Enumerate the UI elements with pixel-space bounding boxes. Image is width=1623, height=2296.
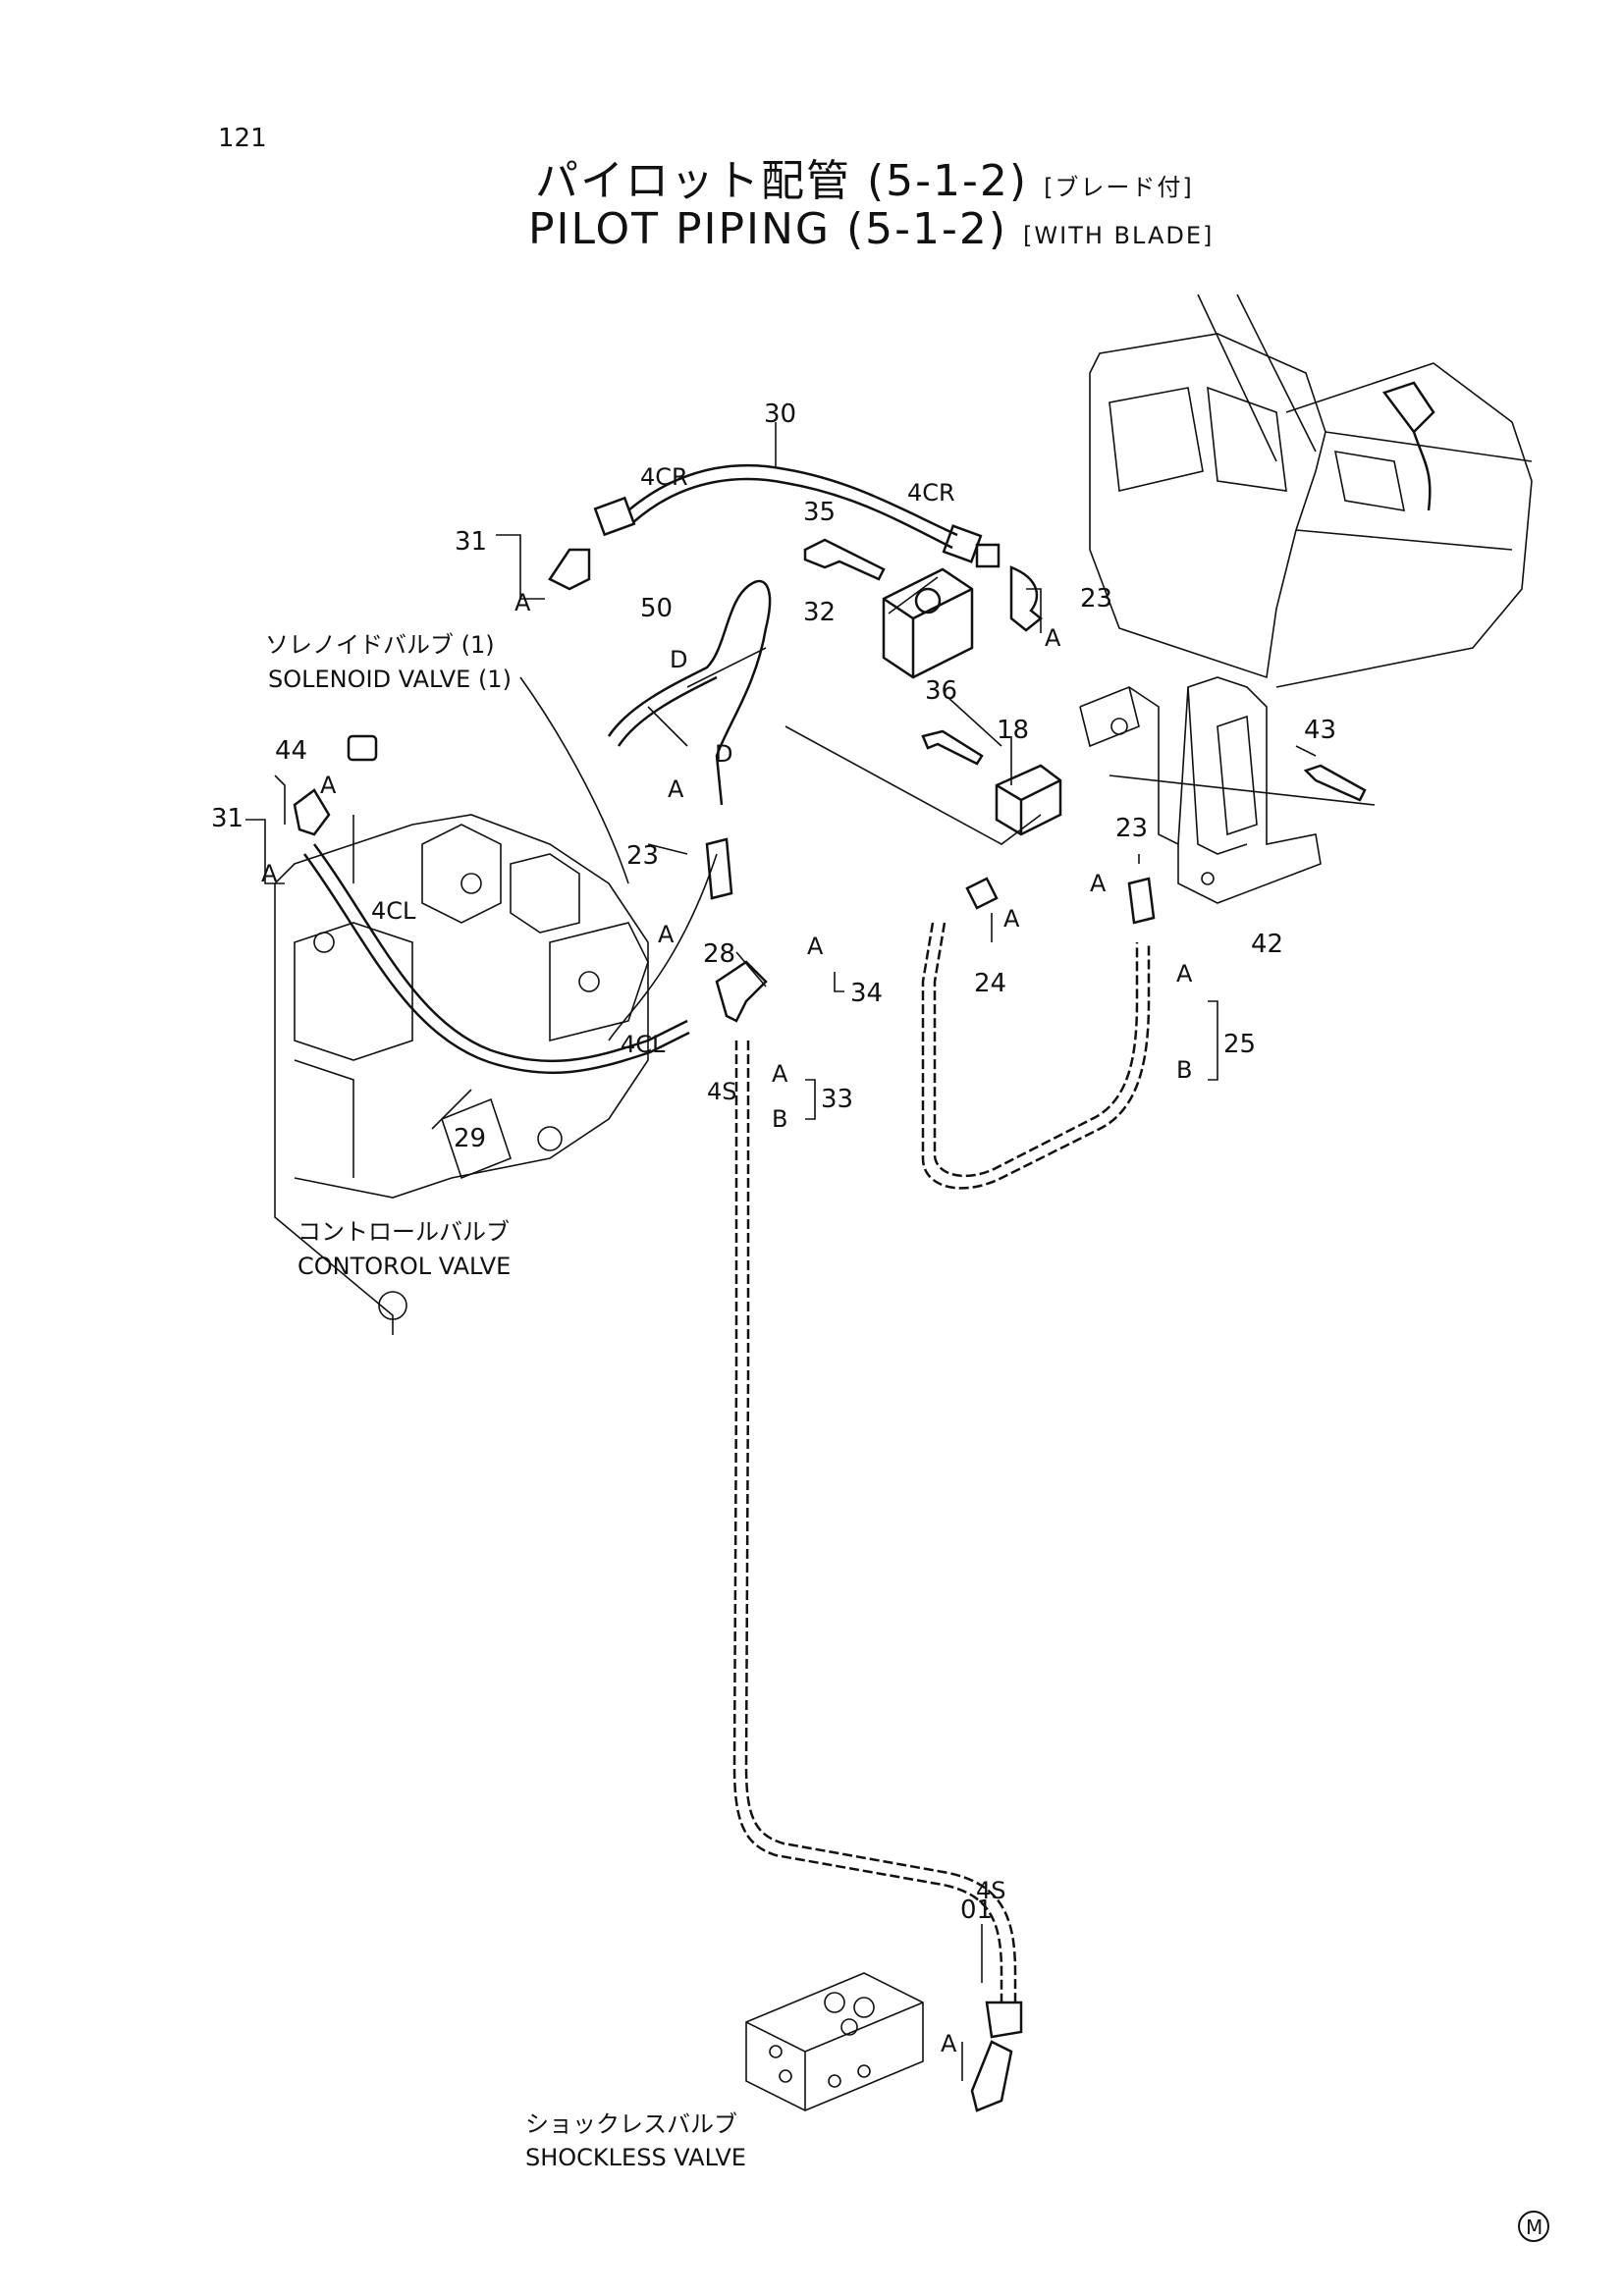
marker-a: A xyxy=(1003,905,1020,933)
marker-a: A xyxy=(807,933,824,960)
captions: ソレノイドバルブ (1) SOLENOID VALVE (1) コントロールバル… xyxy=(265,631,746,2171)
label-23-top: 23 xyxy=(1080,584,1112,614)
label-31-top: 31 xyxy=(455,527,487,557)
label-34: 34 xyxy=(850,979,883,1008)
caption-solenoid-jp: ソレノイドバルブ (1) xyxy=(265,631,495,659)
corner-m-letter: M xyxy=(1526,2216,1542,2239)
label-23-mid: 23 xyxy=(626,841,659,871)
label-24: 24 xyxy=(974,969,1006,998)
label-01: 01 xyxy=(960,1896,993,1925)
shockless-valve-illustration xyxy=(745,1972,924,2111)
title-english: PILOT PIPING (5-1-2) [WITH BLADE] xyxy=(528,204,1214,254)
hose-33 xyxy=(732,1041,1003,2002)
marker-4cl: 4CL xyxy=(621,1031,666,1058)
label-50: 50 xyxy=(640,594,673,623)
fitting-23-top xyxy=(1009,565,1044,632)
label-35: 35 xyxy=(803,498,836,527)
label-25: 25 xyxy=(1223,1030,1256,1059)
bolt-35 xyxy=(803,538,886,581)
fitting-31-top xyxy=(548,548,591,591)
tee-34 xyxy=(715,960,768,1023)
cap-44 xyxy=(347,734,378,762)
block-32-port xyxy=(914,587,942,614)
pipe-30 xyxy=(593,463,1001,568)
bracket-42 xyxy=(1079,676,1322,904)
fitting-markers: A A A A A A A A A A B A B A D D 4CR 4CR … xyxy=(261,463,1193,2057)
part-labels: 30 35 31 32 23 50 36 18 43 44 31 23 28 3… xyxy=(211,400,1336,1925)
marker-a: A xyxy=(1176,960,1193,988)
label-29: 29 xyxy=(454,1124,486,1153)
caption-solenoid-en: SOLENOID VALVE (1) xyxy=(268,666,512,693)
fitting-24 xyxy=(965,877,999,910)
corner-m-mark: M xyxy=(1518,2211,1549,2242)
fitting-23-right xyxy=(1127,877,1156,925)
marker-4cr: 4CR xyxy=(907,479,955,507)
marker-b: B xyxy=(1176,1056,1192,1084)
label-23-right: 23 xyxy=(1115,814,1148,843)
label-28: 28 xyxy=(703,939,735,969)
label-36: 36 xyxy=(925,676,957,706)
page-number: 121 xyxy=(218,124,267,153)
caption-control-jp: コントロールバルブ xyxy=(298,1218,510,1246)
label-18: 18 xyxy=(997,716,1029,745)
marker-4s: 4S xyxy=(976,1877,1006,1904)
title-jp-suffix: [ブレード付] xyxy=(1044,174,1194,201)
bolt-36 xyxy=(921,729,984,766)
title-en-main: PILOT PIPING (5-1-2) xyxy=(528,204,1008,254)
marker-d: D xyxy=(670,646,687,673)
marker-a: A xyxy=(668,775,684,803)
marker-b: B xyxy=(772,1105,787,1133)
marker-a: A xyxy=(514,589,531,616)
marker-a: A xyxy=(658,921,675,948)
tee-28 xyxy=(705,837,733,900)
marker-d: D xyxy=(715,740,732,768)
label-33: 33 xyxy=(821,1085,853,1114)
label-44: 44 xyxy=(275,736,307,766)
label-30: 30 xyxy=(764,400,796,429)
marker-a: A xyxy=(941,2030,957,2057)
label-43: 43 xyxy=(1304,716,1336,745)
fitting-01 xyxy=(985,2001,1023,2039)
label-32: 32 xyxy=(803,598,836,627)
elbow-01 xyxy=(970,2040,1013,2112)
block-32 xyxy=(882,567,974,679)
pipe-29 xyxy=(312,843,688,1063)
title-japanese: パイロット配管 (5-1-2) [ブレード付] xyxy=(535,145,1194,208)
marker-a: A xyxy=(261,860,278,887)
title-jp-main: パイロット配管 (5-1-2) xyxy=(535,156,1029,206)
label-42: 42 xyxy=(1251,930,1283,959)
excavator-cab-illustration xyxy=(1089,294,1533,688)
marker-4s: 4S xyxy=(707,1078,737,1105)
hose-50 xyxy=(607,579,772,806)
bolt-43 xyxy=(1303,764,1367,802)
marker-a: A xyxy=(320,772,337,799)
hose-25 xyxy=(921,922,1151,1190)
marker-a: A xyxy=(1045,624,1061,652)
fitting-31-left xyxy=(293,788,331,836)
marker-4cl: 4CL xyxy=(371,897,416,925)
marker-a: A xyxy=(1090,870,1107,897)
marker-4cr: 4CR xyxy=(640,463,688,491)
title-en-suffix: [WITH BLADE] xyxy=(1023,222,1215,249)
control-valve-illustration xyxy=(274,814,649,1335)
caption-control-en: CONTOROL VALVE xyxy=(298,1253,511,1280)
marker-a: A xyxy=(772,1060,788,1088)
caption-shockless-jp: ショックレスバルブ xyxy=(525,2110,737,2138)
label-31-left: 31 xyxy=(211,804,243,833)
leader-lines xyxy=(245,422,1376,2081)
caption-shockless-en: SHOCKLESS VALVE xyxy=(525,2144,746,2171)
